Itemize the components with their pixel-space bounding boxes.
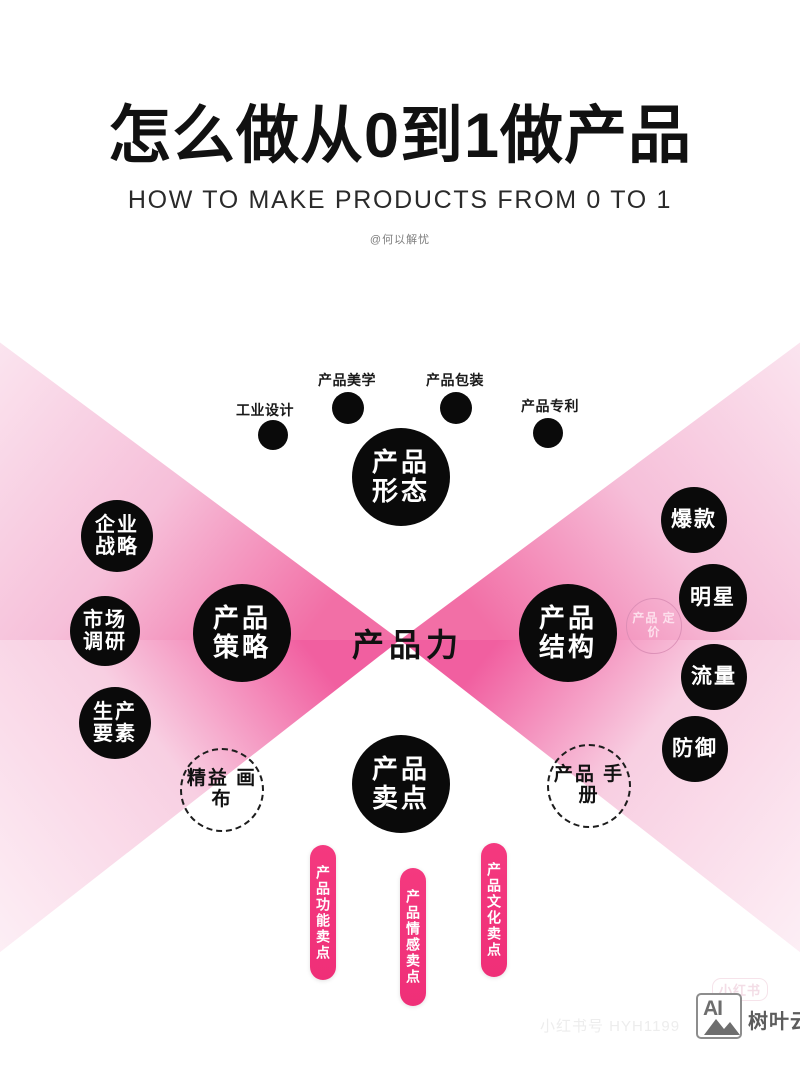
node-product-strategy-line1: 产品 [212, 602, 271, 633]
node-industrial-design-dot[interactable] [258, 420, 288, 450]
watermark-account: 小红书号 HYH1199 [540, 1018, 681, 1035]
capsule-emotional-selling-point[interactable]: 产品情感卖点 [400, 868, 426, 1006]
node-lean-canvas[interactable]: 精益 画布 [180, 748, 264, 832]
capsule-functional-label: 产品功能卖点 [315, 864, 331, 961]
label-industrial-design: 工业设计 [236, 402, 294, 418]
ai-badge-icon: AI [696, 993, 742, 1039]
capsule-cultural-selling-point[interactable]: 产品文化卖点 [481, 843, 507, 977]
label-product-aesthetics: 产品美学 [318, 372, 376, 388]
capsule-cultural-label: 产品文化卖点 [486, 862, 502, 958]
center-node-label: 产品力 [352, 627, 464, 663]
node-market-research-line1: 市场 [83, 608, 127, 631]
node-market-research[interactable]: 市场 调研 [70, 596, 140, 666]
node-enterprise-strategy-line2: 战略 [95, 536, 139, 558]
node-product-selling-points[interactable]: 产品 卖点 [352, 735, 450, 833]
node-product-strategy[interactable]: 产品 策略 [193, 584, 291, 682]
page-subtitle: HOW TO MAKE PRODUCTS FROM 0 TO 1 [127, 185, 673, 214]
ai-badge-label: AI [703, 997, 723, 1020]
node-product-patent-dot[interactable] [533, 418, 563, 448]
node-product-structure-line1: 产品 [538, 602, 597, 633]
page-title: 怎么做从0到1做产品 [107, 101, 693, 171]
node-enterprise-strategy[interactable]: 企业 战略 [81, 500, 153, 572]
node-product-aesthetics-dot[interactable] [332, 392, 364, 424]
node-defense-product[interactable]: 防御 [662, 716, 728, 782]
node-product-structure[interactable]: 产品 结构 [519, 584, 617, 682]
node-product-form-line2: 形态 [371, 476, 430, 506]
node-product-pricing-line1: 产品 [632, 611, 659, 626]
node-product-strategy-line2: 策略 [212, 632, 271, 662]
node-traffic-product-label: 流量 [691, 665, 737, 689]
node-enterprise-strategy-line1: 企业 [95, 513, 139, 536]
node-product-pricing[interactable]: 产品 定价 [626, 598, 682, 654]
node-production-factors[interactable]: 生产 要素 [79, 687, 151, 759]
node-product-selling-line1: 产品 [371, 753, 430, 784]
watermark-brand: 树叶云 [748, 1011, 800, 1033]
node-production-factors-line1: 生产 [93, 700, 137, 723]
node-star-product-label: 明星 [690, 586, 736, 610]
node-hot-product[interactable]: 爆款 [661, 487, 727, 553]
node-product-structure-line2: 结构 [538, 632, 597, 662]
node-product-form[interactable]: 产品 形态 [352, 428, 450, 526]
node-market-research-line2: 调研 [83, 631, 127, 653]
node-product-packaging-dot[interactable] [440, 392, 472, 424]
author-handle: @何以解忧 [369, 233, 431, 246]
node-defense-product-label: 防御 [672, 737, 718, 761]
label-product-packaging: 产品包装 [426, 372, 484, 388]
node-hot-product-label: 爆款 [671, 508, 717, 532]
node-product-selling-line2: 卖点 [371, 783, 430, 813]
node-star-product[interactable]: 明星 [679, 564, 747, 632]
node-traffic-product[interactable]: 流量 [681, 644, 747, 710]
node-product-manual-line2: 手册 [578, 764, 625, 806]
header: 怎么做从0到1做产品 HOW TO MAKE PRODUCTS FROM 0 T… [0, 0, 800, 247]
capsule-emotional-label: 产品情感卖点 [405, 889, 421, 985]
node-product-manual[interactable]: 产品 手册 [547, 744, 631, 828]
node-lean-canvas-line1: 精益 [186, 768, 229, 790]
mountain-icon [704, 1019, 740, 1035]
node-product-form-line1: 产品 [371, 446, 430, 477]
node-product-pricing-line2: 定价 [647, 611, 676, 639]
node-lean-canvas-line2: 画布 [211, 768, 258, 810]
node-production-factors-line2: 要素 [93, 723, 137, 745]
node-product-manual-line1: 产品 [553, 764, 596, 786]
capsule-functional-selling-point[interactable]: 产品功能卖点 [310, 845, 336, 980]
label-product-patent: 产品专利 [521, 398, 579, 414]
